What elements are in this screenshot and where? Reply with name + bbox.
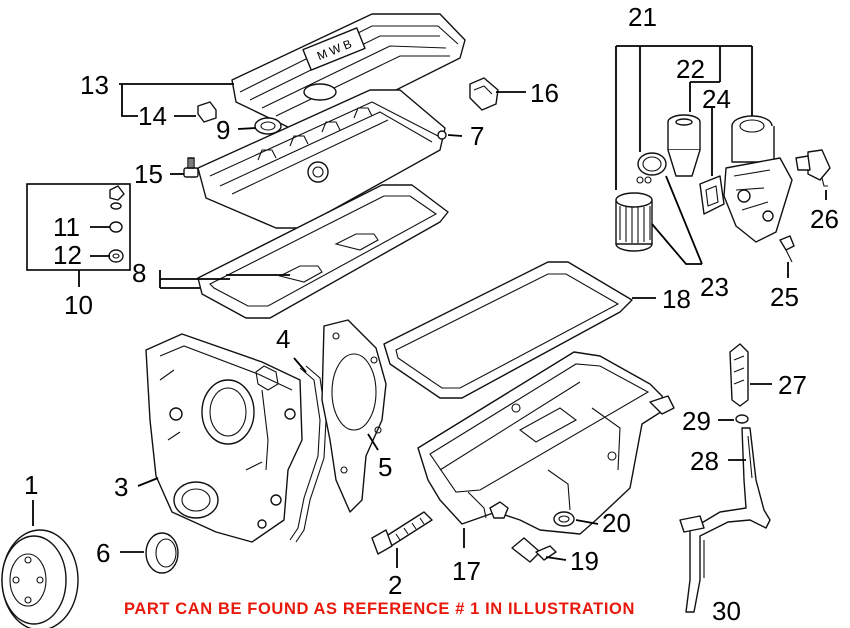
rear-gasket-part (321, 319, 387, 513)
callout-20: 20 (602, 508, 631, 538)
rubber-mount-part (197, 101, 217, 123)
callout-26: 26 (810, 204, 839, 234)
oil-filter-element-part (615, 192, 653, 252)
rubber-bumper-part (469, 77, 499, 111)
callout-11: 11 (53, 212, 80, 242)
dipstick-handle-part (729, 343, 749, 407)
callout-21: 21 (628, 2, 657, 32)
callout-17: 17 (452, 556, 481, 586)
callout-24: 24 (702, 84, 731, 114)
callout-18: 18 (662, 284, 691, 314)
callout-10: 10 (64, 290, 93, 320)
dipstick-oring-part (735, 414, 749, 424)
callout-6: 6 (96, 538, 110, 568)
stud-bolt-part (183, 157, 199, 178)
engine-cover-part: M W B (231, 13, 466, 129)
callout-3: 3 (114, 472, 128, 502)
callout-13: 13 (80, 70, 109, 100)
callout-14: 14 (138, 101, 167, 131)
valve-cover-part (197, 89, 447, 229)
timing-case-part (145, 333, 303, 543)
callout-2: 2 (388, 570, 402, 600)
callout-7: 7 (470, 121, 484, 151)
oil-filter-cap-part (636, 114, 701, 184)
callout-5: 5 (378, 452, 392, 482)
callout-9: 9 (216, 115, 230, 145)
callout-28: 28 (690, 446, 719, 476)
oil-sensor-part (795, 149, 831, 187)
seal-kit-box (26, 183, 131, 271)
callout-23: 23 (700, 272, 729, 302)
crank-pulley-part (1, 529, 79, 628)
filter-housing-gasket-part (699, 175, 725, 215)
callout-30: 30 (712, 596, 741, 626)
timing-cover-gasket-part (289, 365, 327, 543)
crank-bolt-part (371, 511, 433, 555)
callout-numbers: 13 14 9 15 7 16 11 12 10 8 18 4 5 3 1 6 … (24, 2, 839, 626)
oil-filter-housing-part (723, 115, 793, 243)
drain-plug-part (511, 537, 557, 563)
reference-caption: PART CAN BE FOUND AS REFERENCE # 1 IN IL… (124, 600, 635, 618)
callout-22: 22 (676, 54, 705, 84)
oil-pan-part (417, 351, 675, 535)
callout-12: 12 (53, 240, 82, 270)
callout-19: 19 (570, 546, 599, 576)
seal-ring-part (254, 117, 282, 135)
crank-seal-part (145, 532, 179, 574)
housing-bolt-part (779, 235, 795, 263)
leader-lines (32, 45, 827, 568)
callout-27: 27 (778, 370, 807, 400)
oil-pan-gasket-part (383, 261, 633, 399)
drain-washer-part (553, 511, 575, 527)
valve-cover-gasket-part (197, 184, 449, 319)
callout-15: 15 (134, 159, 163, 189)
callout-29: 29 (682, 406, 711, 436)
callout-4: 4 (276, 324, 290, 354)
callout-8: 8 (132, 258, 146, 288)
callout-16: 16 (530, 78, 559, 108)
dipstick-tube-part (679, 427, 771, 613)
callout-25: 25 (770, 282, 799, 312)
callout-1: 1 (24, 470, 38, 500)
